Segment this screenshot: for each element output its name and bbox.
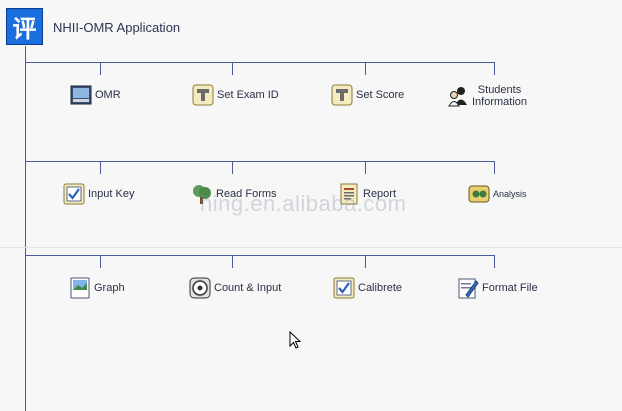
- input-key-button[interactable]: Input Key: [63, 183, 134, 205]
- count-and-input-button[interactable]: Count & Input: [189, 277, 281, 299]
- format-file-button[interactable]: Format File: [457, 277, 538, 299]
- read-forms-label: Read Forms: [216, 188, 277, 200]
- logo-glyph: 评: [12, 15, 37, 43]
- app-title: NHII-OMR Application: [53, 20, 181, 35]
- watermark-text: hing.en.alibaba.com: [200, 191, 407, 216]
- count-and-input-label: Count & Input: [214, 282, 282, 294]
- set-score-button[interactable]: Set Score: [331, 84, 404, 106]
- people-icon: [447, 85, 469, 107]
- scanner-icon: [70, 84, 92, 106]
- analysis-label: Analysis: [493, 189, 527, 199]
- students-information-label: Students Information: [472, 84, 528, 108]
- report-button[interactable]: Report: [338, 183, 396, 205]
- graph-label: Graph: [94, 282, 125, 294]
- set-score-label: Set Score: [356, 89, 405, 101]
- calibrete-button[interactable]: Calibrete: [333, 277, 402, 299]
- students-information-button[interactable]: Students Information: [447, 84, 527, 108]
- stamp-icon: [331, 84, 353, 106]
- omr-label: OMR: [95, 89, 121, 101]
- set-exam-id-label: Set Exam ID: [217, 89, 279, 101]
- dial-icon: [189, 277, 211, 299]
- tree-icon: [191, 183, 213, 205]
- graph-button[interactable]: Graph: [69, 277, 125, 299]
- graph-icon: [69, 277, 91, 299]
- report-icon: [338, 183, 360, 205]
- app-logo-icon: 评: [6, 8, 43, 45]
- mouse-cursor-icon: [289, 330, 302, 354]
- analysis-icon: [468, 183, 490, 205]
- omr-button[interactable]: OMR: [70, 84, 121, 106]
- checkbox-icon: [63, 183, 85, 205]
- report-label: Report: [363, 188, 397, 200]
- read-forms-button[interactable]: Read Forms: [191, 183, 277, 205]
- pencil-file-icon: [457, 277, 479, 299]
- section-divider: [0, 247, 622, 248]
- analysis-button[interactable]: Analysis: [468, 183, 527, 205]
- set-exam-id-button[interactable]: Set Exam ID: [192, 84, 279, 106]
- calibrete-label: Calibrete: [358, 282, 403, 294]
- stamp-icon: [192, 84, 214, 106]
- input-key-label: Input Key: [88, 188, 135, 200]
- checkbox-icon: [333, 277, 355, 299]
- format-file-label: Format File: [482, 282, 538, 294]
